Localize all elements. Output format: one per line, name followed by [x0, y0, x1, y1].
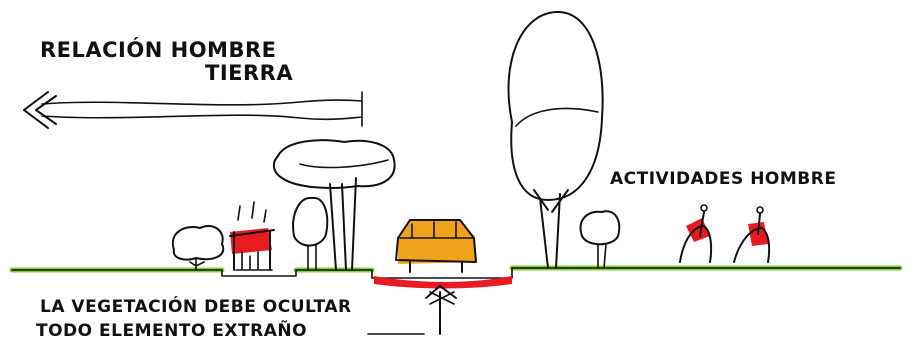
earth-arrow — [24, 92, 362, 128]
person-icon — [734, 207, 769, 262]
activities-label: ACTIVIDADES HOMBRE — [610, 169, 836, 189]
title-line-1: RELACIÓN HOMBRE — [40, 37, 276, 62]
bush-left-icon — [173, 226, 223, 270]
ground-line — [12, 268, 900, 278]
note-arrow — [368, 286, 456, 334]
title-line-2: TIERRA — [205, 61, 293, 85]
car-icon — [396, 220, 476, 272]
note-line-2: TODO ELEMENTO EXTRAÑO — [36, 318, 307, 341]
note-line-1: LA VEGETACIÓN DEBE OCULTAR — [40, 295, 352, 317]
tree-flat-icon — [274, 140, 395, 270]
house-icon — [230, 202, 274, 270]
tall-tree-icon — [509, 12, 603, 268]
tree-small-icon — [293, 198, 327, 270]
shrub-right-icon — [581, 211, 620, 268]
person-icon — [680, 205, 711, 262]
